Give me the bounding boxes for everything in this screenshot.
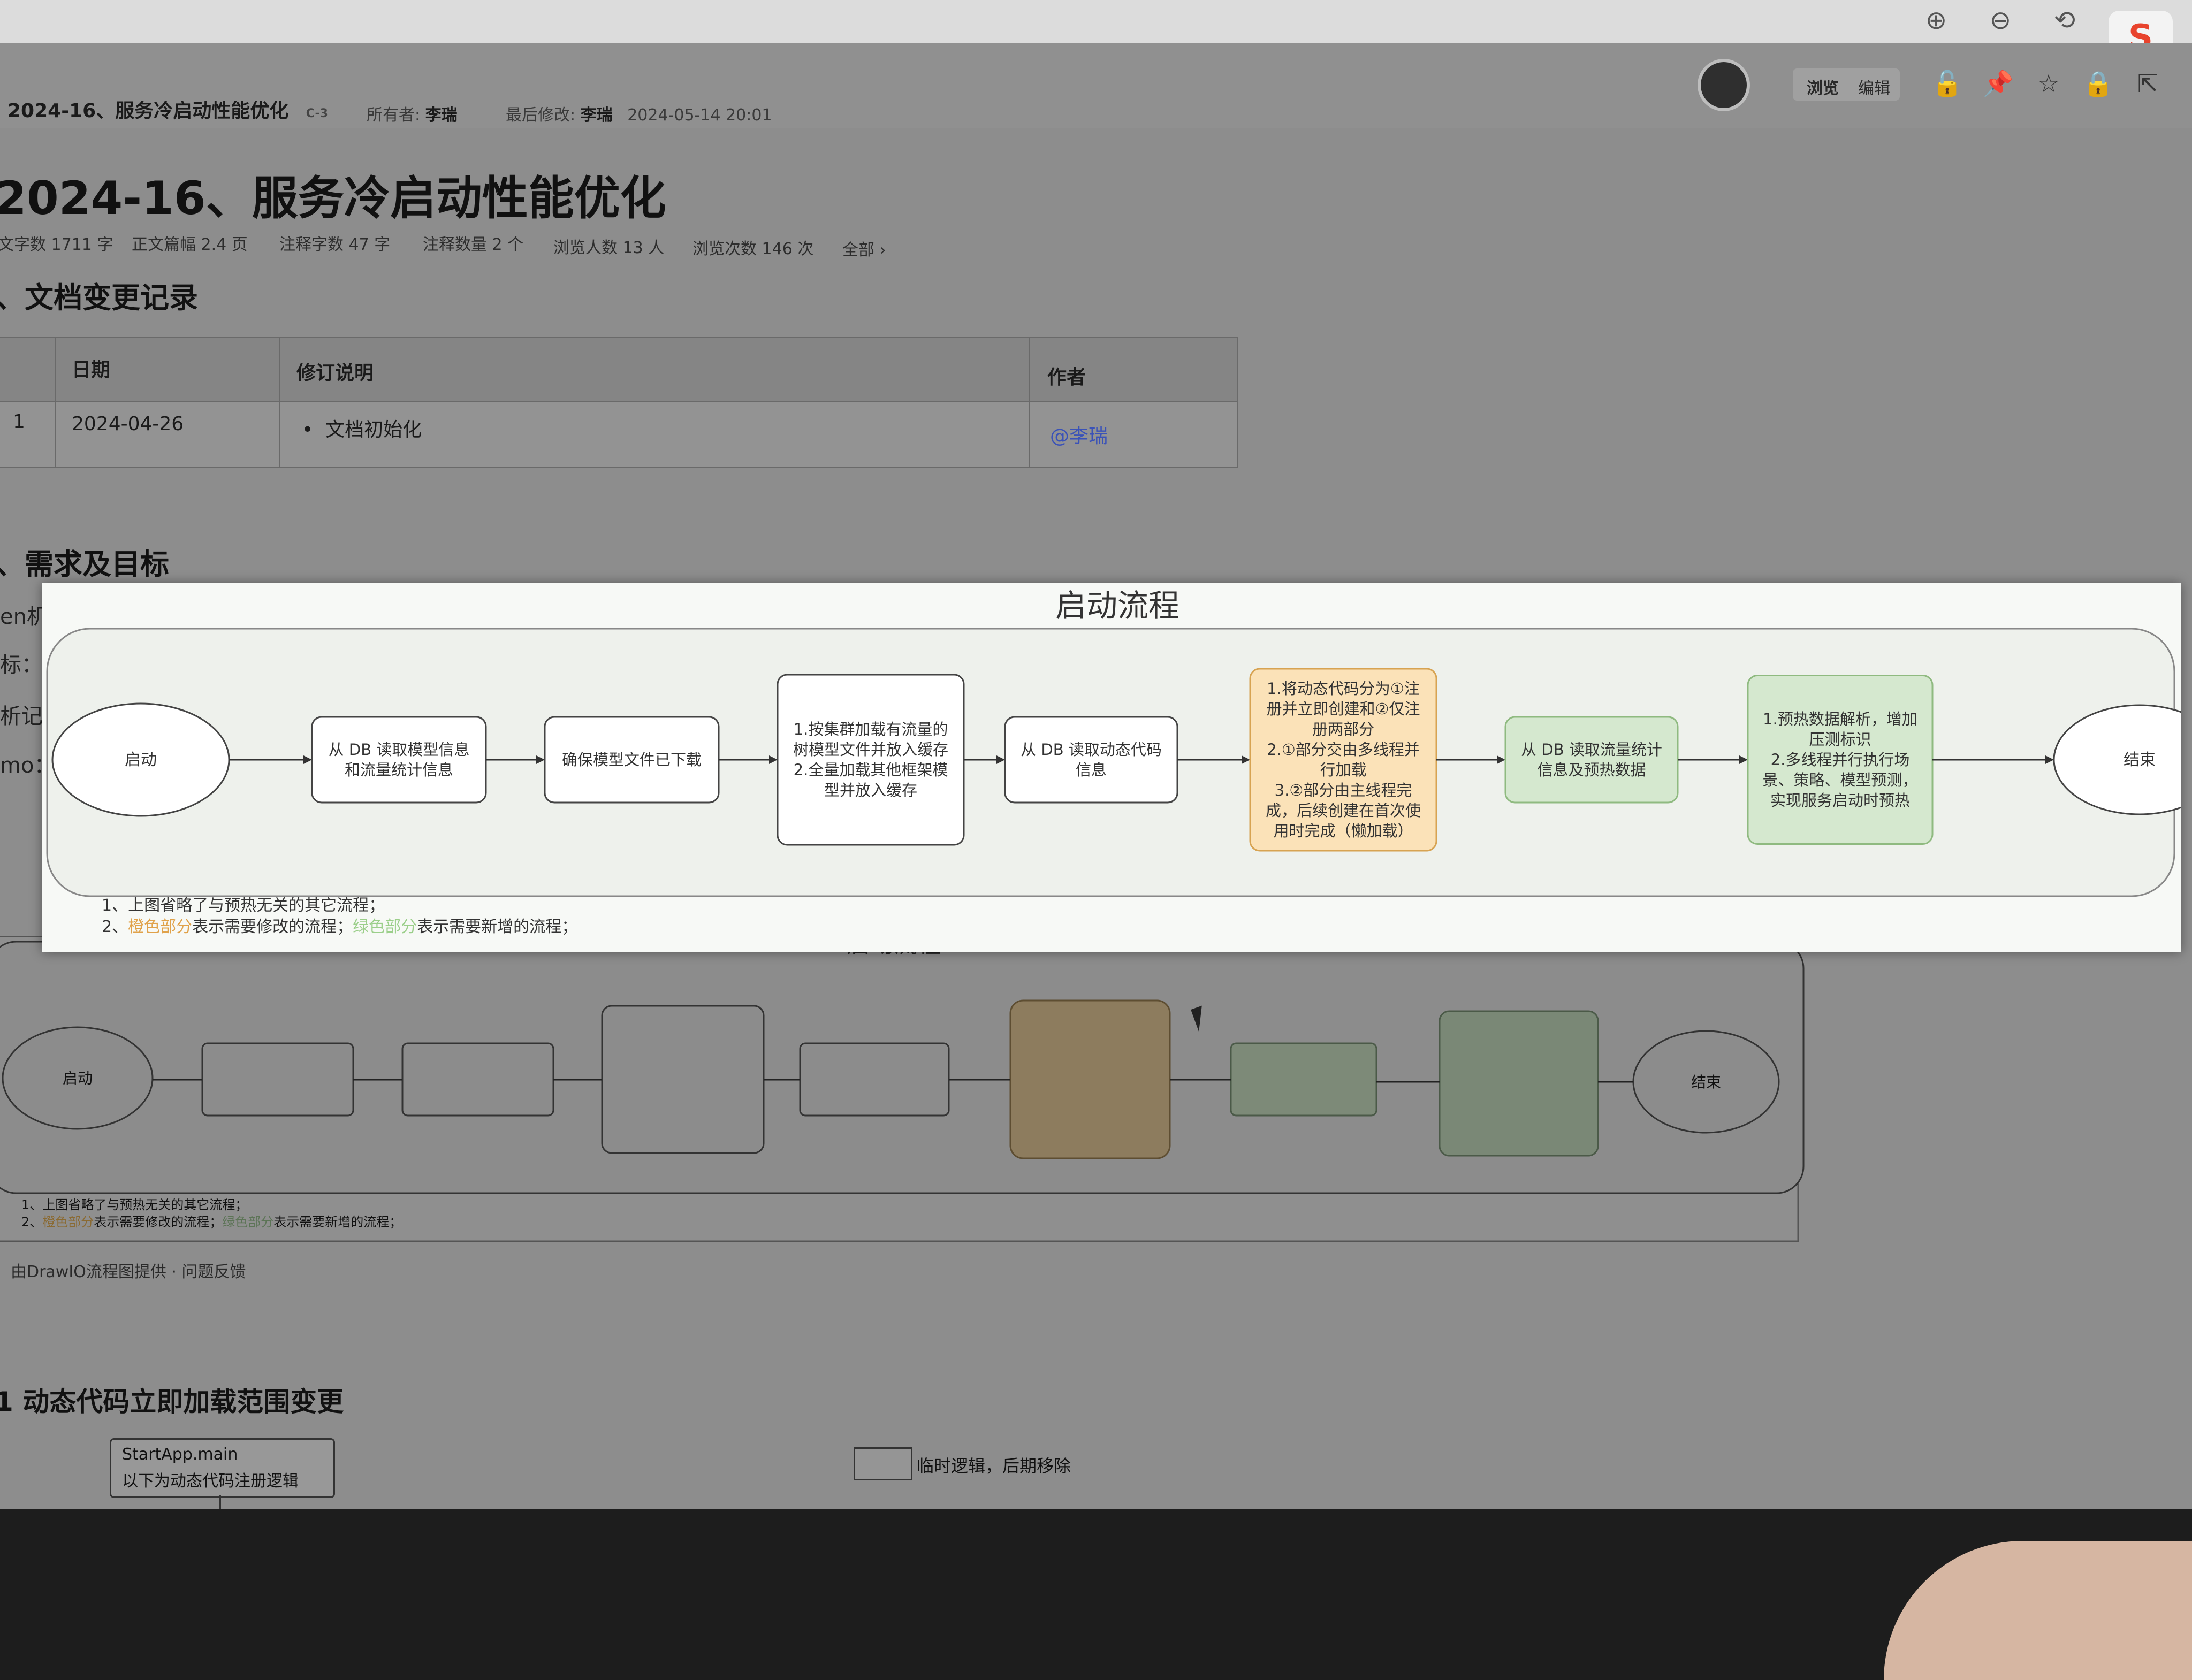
star-icon[interactable]: ☆ <box>2037 69 2060 98</box>
pin-icon[interactable]: 📌 <box>1983 69 2014 98</box>
flow-step-text: 景、策略、模型预测， <box>1762 771 1917 789</box>
flow-step-s1 <box>311 716 487 804</box>
flow-arrowhead <box>1242 755 1250 764</box>
code-box: StartApp.main 以下为动态代码注册逻辑 <box>110 1438 335 1498</box>
flow-step-text: 1.按集群加载有流量的 <box>794 720 948 738</box>
drawio-provider-link[interactable]: 由DrawIO流程图提供 · 问题反馈 <box>11 1263 246 1281</box>
modified-meta: 最后修改: 李瑞 2024-05-14 20:01 <box>506 106 772 125</box>
cut-text-1: en机 <box>0 605 48 629</box>
flow-step-text: 和流量统计信息 <box>345 761 453 779</box>
page-title: 2024-16、服务冷启动性能优化 <box>0 172 666 225</box>
stat-views: 浏览次数 146 次 <box>692 240 814 258</box>
cut-text-2: 标： <box>0 653 43 677</box>
flow-step-text: 从 DB 读取动态代码 <box>1021 740 1162 759</box>
flow-step-text: 用时完成（懒加载） <box>1273 822 1413 840</box>
stat-note-words: 注释字数 47 字 <box>279 235 391 254</box>
lock-icon[interactable]: 🔒 <box>2083 69 2114 98</box>
table-header <box>0 338 1237 402</box>
col-header-desc: 修订说明 <box>296 362 374 384</box>
flow-step-text: 压测标识 <box>1809 730 1871 749</box>
stat-words: 文字数 1711 字 <box>0 235 113 254</box>
flow-step-text: 1.将动态代码分为①注 <box>1267 679 1420 698</box>
flow-step-text: 3.②部分由主线程完 <box>1275 781 1412 799</box>
hand-photo-artifact <box>1884 1541 2192 1680</box>
flow-step-s4 <box>1004 716 1178 804</box>
flow-arrowhead <box>1497 755 1505 764</box>
flow-start-label: 启动 <box>125 751 157 769</box>
flow-step-text: 2.全量加载其他框架模 <box>794 761 948 779</box>
flow-end-node <box>2053 704 2181 815</box>
flow-step-text: 从 DB 读取流量统计 <box>1521 740 1662 759</box>
row-date: 2024-04-26 <box>72 413 184 435</box>
flow-note-1: 1、上图省略了与预热无关的其它流程； <box>102 896 385 915</box>
bg-start-label: 启动 <box>63 1070 93 1087</box>
flow-arrowhead <box>1739 755 1748 764</box>
lock-open-icon[interactable]: 🔓 <box>1932 69 1963 98</box>
row-desc: • 文档初始化 <box>302 419 422 441</box>
bg-note-1: 1、上图省略了与预热无关的其它流程； <box>21 1197 248 1212</box>
edit-mode-tab[interactable]: 编辑 <box>1858 79 1890 98</box>
cut-text-3: 析记 <box>0 704 43 729</box>
flow-end-label: 结束 <box>2124 751 2156 769</box>
flow-step-text: 行加载 <box>1320 761 1366 779</box>
code-box-line-2: 以下为动态代码注册逻辑 <box>122 1472 299 1491</box>
stat-viewers: 浏览人数 13 人 <box>553 239 665 257</box>
flow-step-text: 册两部分 <box>1312 720 1374 738</box>
changelog-table: 日期 修订说明 作者 1 2024-04-26 • 文档初始化 @李瑞 <box>0 337 1238 468</box>
stat-pages: 正文篇幅 2.4 页 <box>132 235 248 254</box>
mode-switch: 浏览 编辑 <box>1793 68 1900 101</box>
legend-label: 临时逻辑，后期移除 <box>917 1456 1071 1476</box>
col-header-author: 作者 <box>1047 366 1086 388</box>
stat-all-link[interactable]: 全部 › <box>842 241 886 259</box>
view-mode-tab[interactable]: 浏览 <box>1807 79 1839 98</box>
flow-step-text: 信息 <box>1076 761 1107 779</box>
flow-step-text: 型并放入缓存 <box>824 781 917 799</box>
embedded-flow-diagram: 启动流程 启动 结束 1、上图省略了与预热无关的其它流程； 2、橙色部分表示需要… <box>0 936 1805 1242</box>
flow-step-text: 确保模型文件已下载 <box>562 751 702 769</box>
viewer-toolbar: ⊕ ⊖ ⟲ <box>0 0 2192 43</box>
flow-step-text: 2.多线程并行执行场 <box>1771 751 1910 769</box>
owner-meta: 所有者: 李瑞 <box>367 106 458 125</box>
flow-arrowhead <box>769 755 778 764</box>
flow-step-text: 册并立即创建和②仅注 <box>1267 700 1420 718</box>
flow-step-text: 从 DB 读取模型信息 <box>329 740 470 759</box>
flow-arrowhead <box>303 755 312 764</box>
screen: ⊕ ⊖ ⟲ S 2024-16、服务冷启动性能优化 C-3 所有者: 李瑞 最后… <box>0 0 2192 1509</box>
section-heading-dynamic: 1 动态代码立即加载范围变更 <box>0 1386 344 1417</box>
share-icon[interactable]: ⇱ <box>2137 69 2158 98</box>
col-header-date: 日期 <box>72 359 111 381</box>
zoom-in-icon[interactable]: ⊕ <box>1925 5 1947 35</box>
section-heading-requirements: 、需求及目标 <box>0 547 169 581</box>
bg-end-label: 结束 <box>1691 1073 1721 1091</box>
flow-step-s3 <box>777 674 965 846</box>
zoom-out-icon[interactable]: ⊖ <box>1989 5 2012 35</box>
stat-notes: 注释数量 2 个 <box>423 235 524 254</box>
doc-header-title: 2024-16、服务冷启动性能优化 C-3 <box>7 100 328 122</box>
code-box-line-1: StartApp.main <box>122 1445 238 1464</box>
flow-step-text: 树模型文件并放入缓存 <box>793 740 948 759</box>
flow-step-text: 实现服务启动时预热 <box>1770 791 1910 810</box>
doc-header: 2024-16、服务冷启动性能优化 C-3 所有者: 李瑞 最后修改: 李瑞 2… <box>0 43 2192 128</box>
flow-step-s6 <box>1504 716 1679 804</box>
flow-note-2: 2、橙色部分表示需要修改的流程；绿色部分表示需要新增的流程； <box>102 918 577 936</box>
flow-title: 启动流程 <box>1055 587 1179 624</box>
author-mention-link[interactable]: @李瑞 <box>1050 425 1108 447</box>
flow-arrowhead <box>2045 755 2054 764</box>
row-number: 1 <box>13 411 25 433</box>
flow-step-text: 2.①部分交由多线程并 <box>1267 740 1420 759</box>
flow-step-text: 成，后续创建在首次使 <box>1266 801 1421 820</box>
bg-note-2: 2、橙色部分表示需要修改的流程；绿色部分表示需要新增的流程； <box>21 1215 402 1230</box>
flow-step-text: 信息及预热数据 <box>1537 761 1646 779</box>
avatar[interactable] <box>1698 59 1750 111</box>
legend-swatch <box>854 1447 912 1480</box>
rotate-icon[interactable]: ⟲ <box>2053 5 2076 35</box>
section-heading-changelog: 、文档变更记录 <box>0 281 198 315</box>
flow-step-text: 1.预热数据解析，增加 <box>1763 710 1917 728</box>
flow-arrowhead <box>996 755 1005 764</box>
flow-arrowhead <box>536 755 545 764</box>
